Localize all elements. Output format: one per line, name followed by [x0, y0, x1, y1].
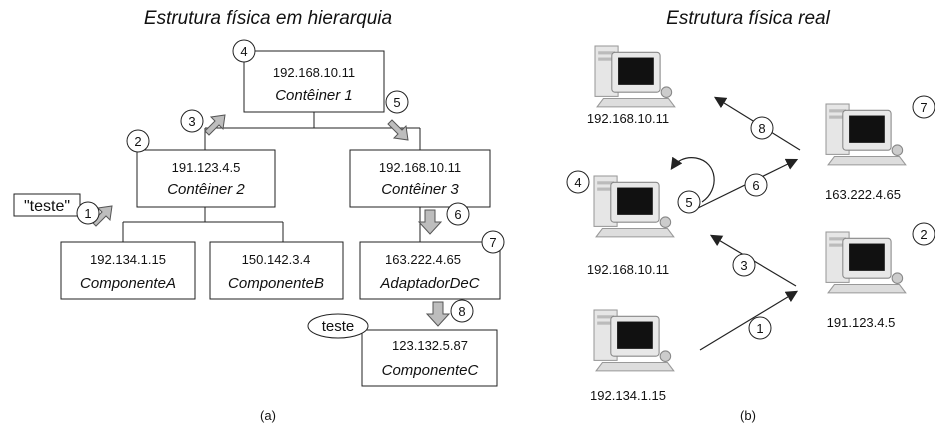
machine-mid-left-ip: 192.168.10.11: [587, 262, 669, 277]
componente-a-ip: 192.134.1.15: [90, 252, 166, 267]
panel-a-label: (a): [260, 408, 276, 423]
container-2-ip: 191.123.4.5: [172, 160, 241, 175]
teste-quoted-text: "teste": [24, 198, 70, 215]
net-step-1: 1: [748, 316, 772, 340]
net-step-6: 6: [744, 173, 768, 197]
svg-text:3: 3: [740, 258, 747, 273]
svg-text:4: 4: [574, 175, 581, 190]
step-circle-4: 4: [232, 39, 256, 63]
svg-text:8: 8: [758, 121, 765, 136]
block-arrow-1: [91, 205, 113, 227]
box-container-2: 191.123.4.5 Contêiner 2: [136, 149, 276, 208]
block-arrow-3: [204, 114, 226, 136]
title-left: Estrutura física em hierarquia: [144, 8, 392, 29]
machine-top-left: 192.168.10.11: [587, 45, 676, 126]
svg-text:6: 6: [752, 178, 759, 193]
step-circle-5: 5: [385, 90, 409, 114]
svg-text:1: 1: [84, 206, 91, 221]
net-step-4: 4: [566, 170, 590, 194]
block-arrow-5: [387, 119, 409, 141]
machine-top-left-ip: 192.168.10.11: [587, 111, 669, 126]
net-step-3: 3: [732, 253, 756, 277]
network-arrows: [670, 96, 801, 351]
container-3-ip: 192.168.10.11: [379, 160, 461, 175]
componente-c-ip: 123.132.5.87: [392, 338, 468, 353]
svg-text:3: 3: [188, 114, 195, 129]
componente-c-name: ComponenteC: [382, 362, 479, 379]
teste-quoted-label: "teste": [13, 193, 81, 217]
machine-top-right: 163.222.4.65: [825, 103, 907, 202]
box-componente-a: 192.134.1.15 ComponenteA: [60, 241, 196, 300]
svg-text:5: 5: [685, 195, 692, 210]
step-circle-6: 6: [446, 202, 470, 226]
hierarchy-block-arrows: [91, 114, 451, 327]
machine-mid-left: 192.168.10.11: [587, 175, 675, 277]
step-circle-2: 2: [126, 129, 150, 153]
step-circle-3: 3: [180, 109, 204, 133]
svg-text:2: 2: [134, 134, 141, 149]
svg-text:7: 7: [489, 235, 496, 250]
adaptador-ip: 163.222.4.65: [385, 252, 461, 267]
machine-bottom-left: 192.134.1.15: [590, 309, 675, 403]
container-1-name: Contêiner 1: [275, 87, 353, 104]
net-step-5: 5: [677, 190, 701, 214]
componente-a-name: ComponenteA: [80, 275, 176, 292]
net-arrow-1: [699, 290, 799, 351]
svg-text:6: 6: [454, 207, 461, 222]
hierarchy-step-circles: 4 3 5 2 1 6 7 8: [76, 39, 505, 323]
block-arrow-6: [417, 209, 443, 235]
step-circle-8: 8: [450, 299, 474, 323]
net-step-8: 8: [750, 116, 774, 140]
machine-mid-right-ip: 191.123.4.5: [827, 315, 896, 330]
teste-plain-label: teste: [307, 313, 369, 339]
container-3-name: Contêiner 3: [381, 181, 459, 198]
net-loop-5: [670, 156, 715, 203]
svg-text:4: 4: [240, 44, 247, 59]
machine-bottom-left-ip: 192.134.1.15: [590, 388, 666, 403]
machine-top-right-ip: 163.222.4.65: [825, 187, 901, 202]
svg-text:8: 8: [458, 304, 465, 319]
net-step-2: 2: [912, 222, 935, 246]
container-1-ip: 192.168.10.11: [273, 65, 355, 80]
machine-mid-right: 191.123.4.5: [825, 231, 907, 330]
componente-b-ip: 150.142.3.4: [242, 252, 311, 267]
svg-text:5: 5: [393, 95, 400, 110]
network-step-circles: 8 7 4 6 5 2 3 1: [566, 95, 935, 340]
svg-text:1: 1: [756, 321, 763, 336]
box-container-1: 192.168.10.11 Contêiner 1: [243, 50, 385, 113]
step-circle-1: 1: [76, 201, 100, 225]
container-2-name: Contêiner 2: [167, 181, 245, 198]
net-step-7: 7: [912, 95, 935, 119]
svg-text:2: 2: [920, 227, 927, 242]
box-componente-c: 123.132.5.87 ComponenteC: [361, 329, 498, 387]
box-componente-b: 150.142.3.4 ComponenteB: [209, 241, 344, 300]
panel-b-label: (b): [740, 408, 756, 423]
title-right: Estrutura física real: [666, 8, 830, 29]
svg-text:7: 7: [920, 100, 927, 115]
adaptador-name: AdaptadorDeC: [379, 275, 479, 292]
teste-plain-text: teste: [322, 318, 355, 335]
step-circle-7: 7: [481, 230, 505, 254]
block-arrow-8: [425, 301, 451, 327]
box-container-3: 192.168.10.11 Contêiner 3: [349, 149, 491, 208]
componente-b-name: ComponenteB: [228, 275, 324, 292]
box-adaptador: 163.222.4.65 AdaptadorDeC: [359, 241, 501, 300]
